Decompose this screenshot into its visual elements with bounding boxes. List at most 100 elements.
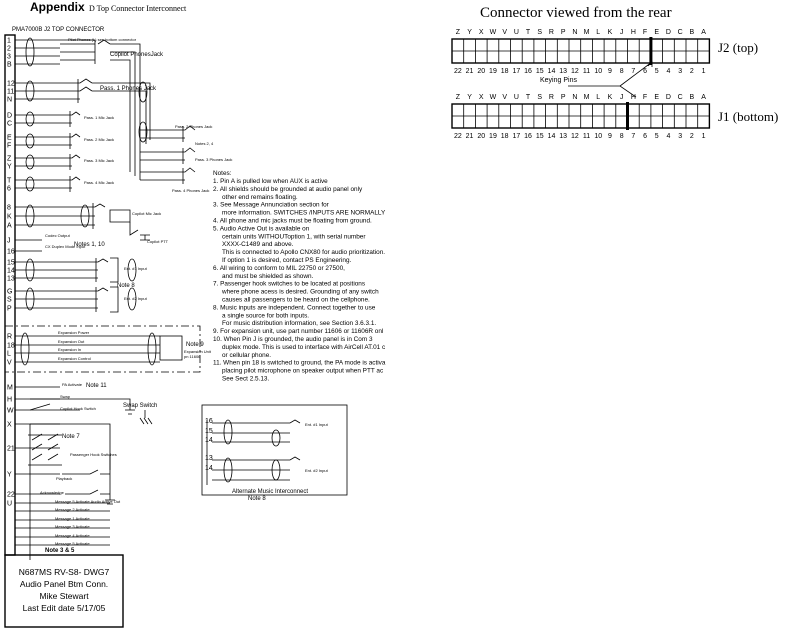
rear-pin-letter: K <box>608 29 613 36</box>
expansion-boundary <box>5 325 201 373</box>
appendix-label: Appendix <box>30 0 85 14</box>
rear-pin-number: 6 <box>643 133 647 140</box>
label-note35: Note 3 & 5 <box>45 548 75 554</box>
pin-label: M <box>7 385 13 392</box>
pin-label: D <box>7 113 12 120</box>
pin-label: 22 <box>7 492 15 499</box>
rear-pin-number: 19 <box>489 133 497 140</box>
rear-pin-letter: S <box>537 29 542 36</box>
pin-label: E <box>7 135 12 142</box>
shield-ovals <box>20 37 157 366</box>
pin-label: Y <box>7 472 12 479</box>
label-pass4-phones: Pass. 4 Phones Jack <box>172 188 209 193</box>
note-line: 9. For expansion unit, use part number 1… <box>213 328 383 335</box>
svg-text:pn 11606: pn 11606 <box>184 354 201 359</box>
rear-pin-letter: J <box>620 94 624 101</box>
note-line: causes all passengers to be heard on the… <box>222 297 370 304</box>
switch-section <box>28 398 153 560</box>
rear-pin-number: 12 <box>571 133 579 140</box>
rear-pin-number: 14 <box>548 133 556 140</box>
pin-label: F <box>7 143 11 150</box>
rear-pin-number: 20 <box>477 133 485 140</box>
rear-pin-letter: U <box>514 94 519 101</box>
rear-pin-number: 13 <box>559 68 567 75</box>
note-line: 2. All shields should be grounded at aud… <box>213 186 363 193</box>
rear-pin-number: 15 <box>536 68 544 75</box>
svg-text:15: 15 <box>205 428 213 435</box>
note-line: 8. Music inputs are independent. Connect… <box>213 304 376 311</box>
rear-pin-letter: R <box>549 94 554 101</box>
label-pass1-phones: Pass. 1 Phones Jack <box>100 86 157 92</box>
svg-text:16: 16 <box>205 418 213 425</box>
alt-music-pins: 16 15 14 13 14 <box>205 418 213 472</box>
note-line: certain units WITHOUToption 1, with seri… <box>222 233 366 240</box>
svg-text:Expansion Power: Expansion Power <box>58 330 90 335</box>
pin-label: 16 <box>7 249 15 256</box>
rear-pin-number: 21 <box>466 68 474 75</box>
rear-pin-number: 17 <box>512 68 520 75</box>
rear-pin-letter: Y <box>467 94 472 101</box>
note-line: 1. Pin A is pulled low when AUX is activ… <box>213 178 328 185</box>
rear-pin-number: 2 <box>690 133 694 140</box>
pin-label: U <box>7 501 12 508</box>
rear-pin-letter: B <box>690 29 695 36</box>
pin-label: W <box>7 408 14 415</box>
rear-pin-number: 22 <box>454 68 462 75</box>
svg-text:Copilot Hook Switch: Copilot Hook Switch <box>60 406 96 411</box>
rear-pin-letter: Z <box>456 29 461 36</box>
note-line: See Sect 2.5.13. <box>222 376 269 383</box>
rear-pin-letter: H <box>631 94 636 101</box>
label-copilot-phones: Copilot PhonesJack <box>110 52 164 58</box>
rear-pin-number: 5 <box>655 68 659 75</box>
title-block <box>4 554 124 628</box>
note-line: 7. Passenger hook switches to be located… <box>213 281 365 288</box>
rear-pin-letter: E <box>654 94 659 101</box>
note-line: For music distribution information, see … <box>222 320 376 327</box>
pin-label: A <box>7 223 12 230</box>
pin-label: 12 <box>7 81 15 88</box>
pin-label: 15 <box>7 260 15 267</box>
rear-pin-number: 10 <box>594 133 602 140</box>
rear-pin-letter: Z <box>456 94 461 101</box>
label-ent2: Ent. #2 Input <box>124 296 148 301</box>
label-note7: Note 7 <box>62 434 80 440</box>
pin-label: G <box>7 289 12 296</box>
alt-music-box <box>201 404 348 496</box>
label-note11: Note 11 <box>86 383 107 389</box>
note-line: duplex mode. This is used to interface w… <box>222 344 386 351</box>
connector-heading: PMA7000B J2 TOP CONNECTOR <box>12 27 105 33</box>
keying-pins-label: Keying Pins <box>540 77 577 84</box>
rear-pin-number: 3 <box>678 133 682 140</box>
rear-pin-letter: L <box>596 94 600 101</box>
note-line: placing pilot microphone on speaker outp… <box>222 368 384 375</box>
note-line: This is connected to Apollo CNX80 for au… <box>222 249 385 256</box>
rear-pin-letter: P <box>561 94 566 101</box>
label-pass2-phones: Pass. 2 Phones Jack <box>175 124 212 129</box>
pin-label: 1 <box>7 38 11 45</box>
pin-label: 8 <box>7 205 11 212</box>
rear-pin-number: 7 <box>631 68 635 75</box>
rear-pin-letter: N <box>572 94 577 101</box>
keying-pin <box>626 102 629 130</box>
rear-pin-number: 4 <box>666 68 670 75</box>
svg-text:CX Duplex Mode Input: CX Duplex Mode Input <box>45 244 86 249</box>
label-pilot-phones: Pilot Phones (L) see bottom connector <box>68 37 137 42</box>
keying-pin-arrows <box>568 61 653 98</box>
rear-pin-letter: D <box>666 29 671 36</box>
svg-text:14: 14 <box>205 437 213 444</box>
note-line: XXXX-C1489 and above. <box>222 241 294 248</box>
svg-text:13: 13 <box>205 455 213 462</box>
rear-pin-letter: W <box>490 94 497 101</box>
title-block-line: Audio Panel Btm Conn. <box>20 579 108 589</box>
note-line: or cellular phone. <box>222 352 271 359</box>
rear-pin-letter: X <box>479 29 484 36</box>
rear-pin-letter: E <box>654 29 659 36</box>
svg-text:Message 1 Activate: Message 1 Activate <box>55 516 90 521</box>
pin-label: 14 <box>7 268 15 275</box>
rear-pin-letter: W <box>490 29 497 36</box>
label-pass2-mic: Pass. 2 Mic Jack <box>84 137 114 142</box>
rear-pin-letter: F <box>643 94 647 101</box>
note-line: 6. All wiring to conform to MIL 22750 or… <box>213 265 345 272</box>
